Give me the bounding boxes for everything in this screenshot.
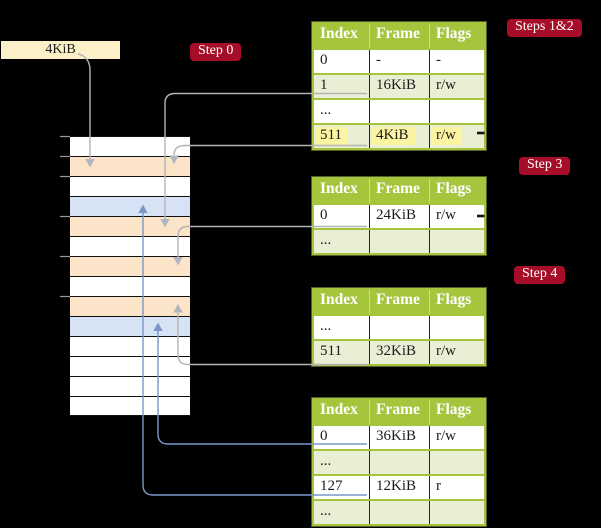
table-cell: r/w	[429, 125, 484, 148]
memory-frame-row	[70, 336, 190, 356]
step-3-badge: Step 3	[519, 157, 571, 175]
table-cell	[429, 501, 484, 524]
table-cell	[369, 451, 429, 474]
table-cell: 36KiB	[369, 426, 429, 449]
table-cell: ...	[320, 318, 332, 334]
table-cell: 24KiB	[369, 205, 429, 228]
memory-tick-marks	[60, 135, 70, 298]
memory-frame-row	[70, 396, 190, 416]
table-row: ...	[314, 499, 484, 524]
table-cell: r/w	[429, 341, 484, 364]
table-cell: r	[429, 476, 484, 499]
memory-frame-row	[70, 296, 190, 316]
table-cell: ...	[320, 232, 332, 248]
table-cell	[429, 100, 484, 123]
physical-memory-column	[70, 136, 190, 416]
memory-frame-row	[70, 136, 190, 156]
column-header: Flags	[429, 179, 484, 203]
memory-frame-row	[70, 256, 190, 276]
table-cell	[429, 230, 484, 253]
column-header: Flags	[429, 290, 484, 314]
column-header: Flags	[429, 24, 484, 48]
table-cell: r/w	[429, 75, 484, 98]
table-cell: 32KiB	[369, 341, 429, 364]
column-header: Frame	[369, 290, 429, 314]
memory-frame-row	[70, 316, 190, 336]
highlighted-value: 511	[316, 127, 348, 145]
memory-frame-row	[70, 156, 190, 176]
table-row: ...	[314, 449, 484, 474]
table-cell	[369, 501, 429, 524]
frame-size-label: 4KiB	[1, 41, 120, 59]
memory-frame-row	[70, 236, 190, 256]
column-header: Index	[320, 401, 358, 418]
table-cell	[369, 230, 429, 253]
table-cell	[429, 451, 484, 474]
table-cell: 511	[320, 343, 342, 359]
table-cell: 4KiB	[369, 125, 429, 148]
table-row: 0 --	[314, 48, 484, 73]
table-cell: r/w	[429, 205, 484, 228]
column-header: Frame	[369, 400, 429, 424]
table-cell	[369, 100, 429, 123]
table-cell	[429, 316, 484, 339]
memory-frame-row	[70, 176, 190, 196]
column-header: Index	[320, 291, 358, 308]
table-row: ...	[314, 314, 484, 339]
table-cell: 0	[320, 428, 328, 444]
memory-frame-row	[70, 216, 190, 236]
step-4-badge: Step 4	[514, 266, 566, 284]
table-cell: 16KiB	[369, 75, 429, 98]
table-cell: ...	[320, 453, 332, 469]
highlighted-value: r/w	[432, 127, 462, 145]
memory-frame-row	[70, 196, 190, 216]
memory-frame-row	[70, 376, 190, 396]
table-row: ...	[314, 228, 484, 253]
table-cell: 12KiB	[369, 476, 429, 499]
table-row: ...	[314, 98, 484, 123]
column-header: Frame	[369, 24, 429, 48]
step-0-badge: Step 0	[190, 43, 242, 61]
table-row: 511 4KiB r/w	[314, 123, 484, 148]
highlighted-value: 4KiB	[372, 127, 415, 145]
table-cell: 0	[320, 207, 328, 223]
table-cell: 511	[314, 125, 369, 148]
steps-1-2-badge: Steps 1&2	[507, 19, 582, 37]
table-cell	[369, 316, 429, 339]
table-cell: 127	[320, 478, 343, 494]
table-cell: ...	[320, 102, 332, 118]
column-header: Index	[320, 25, 358, 42]
column-header: Frame	[369, 179, 429, 203]
table-cell: r/w	[429, 426, 484, 449]
table-cell: -	[369, 50, 429, 73]
column-header: Index	[320, 180, 358, 197]
column-header: Flags	[429, 400, 484, 424]
table-cell: ...	[320, 503, 332, 519]
memory-frame-row	[70, 276, 190, 296]
memory-frame-row	[70, 356, 190, 376]
table-cell: -	[429, 50, 484, 73]
table-cell: 0	[320, 52, 328, 68]
table-cell: 1	[320, 77, 328, 93]
